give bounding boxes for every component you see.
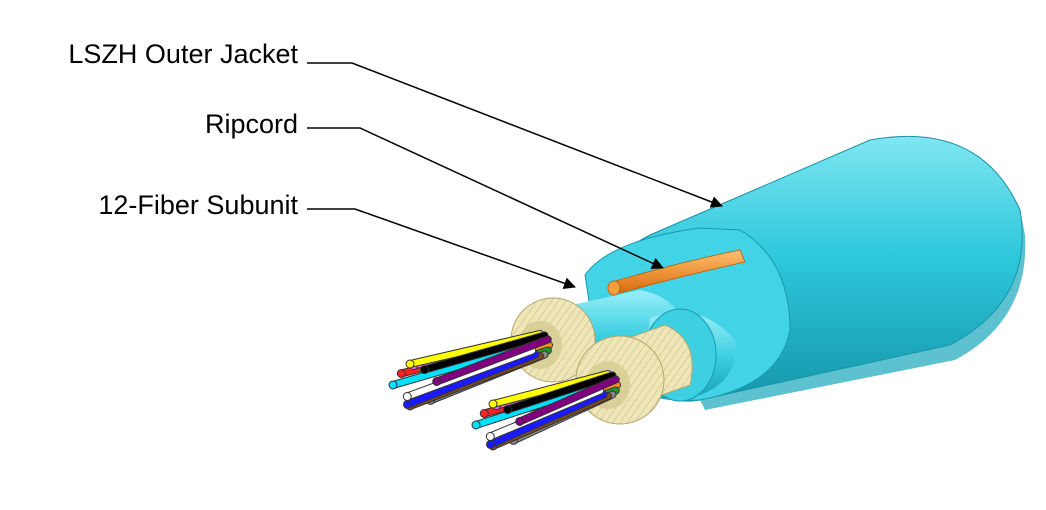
fiber-end	[485, 432, 495, 441]
fiber-end	[488, 399, 498, 409]
fiber	[504, 372, 616, 413]
leader-lines	[307, 62, 723, 289]
fiber-bundle-lower	[471, 370, 621, 451]
ripcord	[607, 249, 746, 296]
leader-outer-jacket	[307, 62, 723, 208]
fiber-bundle-upper	[388, 330, 553, 411]
fiber-end	[471, 420, 481, 430]
fiber-end	[402, 392, 412, 401]
fiber-end	[486, 439, 495, 449]
label-outer-jacket: LSZH Outer Jacket	[68, 39, 298, 69]
fiber-end	[405, 359, 415, 369]
fiber-end	[396, 369, 406, 378]
fiber-end	[420, 365, 429, 375]
fiber-end	[515, 417, 525, 426]
fiber	[421, 332, 548, 373]
fiber-end	[388, 380, 398, 390]
label-ripcord: Ripcord	[205, 109, 298, 139]
fiber-end	[479, 409, 489, 418]
fiber	[404, 351, 539, 408]
fiber	[433, 336, 551, 385]
fiber	[404, 347, 536, 400]
label-subunit: 12-Fiber Subunit	[98, 190, 298, 220]
fiber	[487, 391, 607, 448]
fiber-end	[403, 399, 412, 409]
leader-ripcord	[307, 127, 664, 269]
fiber-end	[503, 405, 512, 415]
leader-subunit	[307, 208, 576, 289]
fiber	[516, 376, 619, 425]
fiber-end	[432, 377, 442, 386]
